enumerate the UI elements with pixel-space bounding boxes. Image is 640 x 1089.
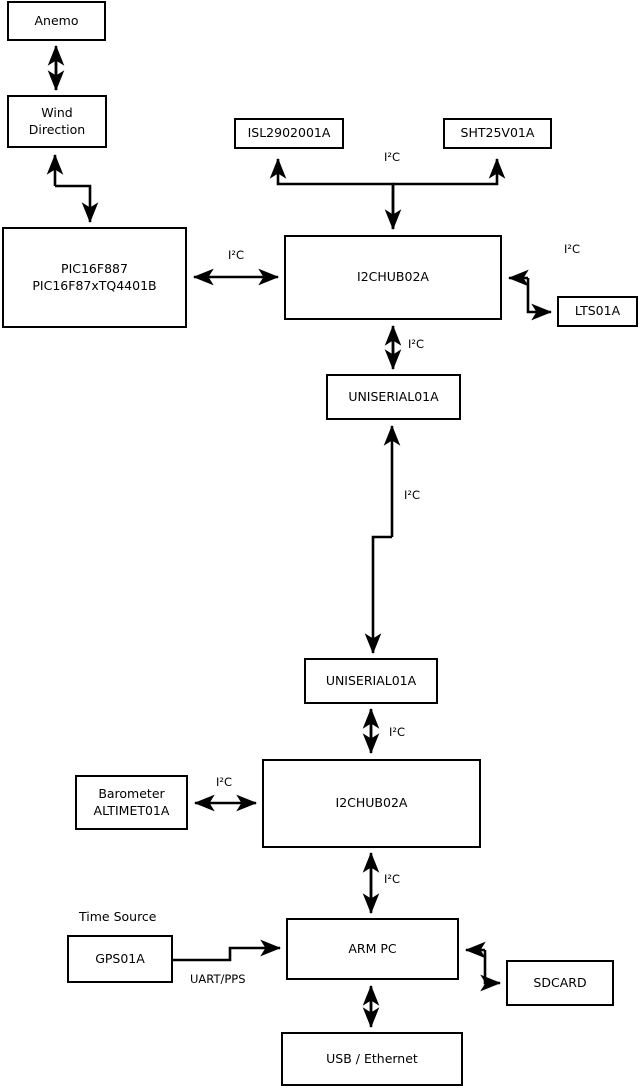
connector-gps-arm — [173, 939, 282, 962]
connector-pic-winddirection-leg — [55, 184, 99, 224]
edge-label-uart-pps: UART/PPS — [190, 972, 246, 986]
connector-hub-sensorbus-right — [393, 157, 506, 186]
connector-arm-sdcard — [480, 950, 502, 992]
edge-label-i2c-pic-hub: I²C — [228, 248, 245, 262]
node-uniserial01a-upper[interactable]: UNISERIAL01A — [326, 374, 461, 420]
node-sht25v01a[interactable]: SHT25V01A — [443, 118, 552, 149]
node-isl2902001a[interactable]: ISL2902001A — [234, 118, 344, 149]
node-barometer-altimet01a[interactable]: Barometer ALTIMET01A — [75, 775, 188, 830]
node-usb-ethernet[interactable]: USB / Ethernet — [281, 1032, 463, 1086]
node-i2chub02a-top[interactable]: I2CHUB02A — [284, 235, 502, 320]
edge-label-i2c-hub2-arm: I²C — [384, 872, 401, 886]
node-lts01a[interactable]: LTS01A — [557, 296, 638, 327]
edge-label-i2c-hub-lts: I²C — [564, 242, 581, 256]
node-wind-direction[interactable]: Wind Direction — [7, 95, 107, 148]
edge-label-i2c-barometer-hub2: I²C — [216, 775, 233, 789]
node-i2chub02a-bottom[interactable]: I2CHUB02A — [262, 759, 481, 848]
edge-label-i2c-uniserial-link: I²C — [404, 488, 421, 502]
node-gps01a[interactable]: GPS01A — [67, 935, 173, 983]
label-time-source: Time Source — [79, 909, 157, 924]
node-sdcard[interactable]: SDCARD — [506, 960, 614, 1006]
connector-hub-sensorbus — [269, 157, 395, 229]
node-anemo[interactable]: Anemo — [7, 1, 106, 41]
connector-hub-lts — [526, 278, 553, 321]
node-pic-mcu[interactable]: PIC16F887 PIC16F87xTQ4401B — [2, 227, 187, 328]
connector-uniserial-link-down — [364, 535, 392, 655]
node-arm-pc[interactable]: ARM PC — [286, 918, 459, 980]
edge-label-i2c-hub-uniserial: I²C — [408, 337, 425, 351]
edge-label-i2c-hub-sensors: I²C — [384, 150, 401, 164]
node-uniserial01a-lower[interactable]: UNISERIAL01A — [304, 658, 438, 704]
edge-label-i2c-uniserial-hub2: I²C — [389, 725, 406, 739]
